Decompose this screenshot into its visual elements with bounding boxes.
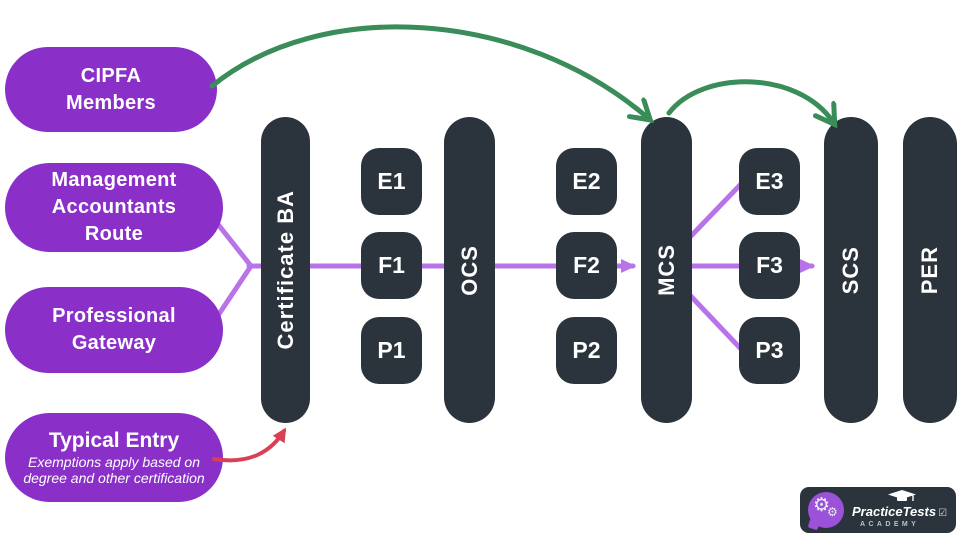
pill-management-accountants-route: Management Accountants Route (5, 163, 223, 252)
exam-label-f1: F1 (378, 252, 405, 278)
exam-label-e1: E1 (377, 168, 406, 194)
connector-management-to-junction (214, 220, 254, 269)
pill-cipfa-line1: CIPFA (80, 64, 142, 87)
pill-management-line1: Management (51, 169, 177, 191)
pill-typical-entry: Typical Entry Exemptions apply based on … (5, 413, 223, 502)
stage-label-per: PER (917, 245, 942, 295)
skip-arrow-cipfa-to-mcs (209, 24, 648, 118)
exam-box-p1: P1 (361, 317, 422, 384)
stage-label-certificate-ba: Certificate BA (272, 190, 298, 350)
logo-brand-text: PracticeTests☑ (852, 504, 952, 519)
exam-label-p1: P1 (377, 337, 406, 363)
exam-box-p2: P2 (556, 317, 617, 384)
gear-small-icon: ⚙ (827, 505, 838, 519)
speech-bubble-icon: ⚙ ⚙ (808, 492, 844, 528)
pill-cipfa-members: CIPFA Members (5, 47, 217, 132)
stage-bar-scs: SCS (824, 117, 878, 423)
logo-brand-label: PracticeTests (852, 504, 937, 519)
exam-box-f3: F3 (739, 232, 800, 299)
pill-professional-gateway: Professional Gateway (5, 287, 223, 373)
exam-label-f2: F2 (573, 252, 600, 278)
logo-academy-text: ACADEMY (860, 521, 920, 528)
exam-box-e2: E2 (556, 148, 617, 215)
stage-bar-per: PER (903, 117, 957, 423)
skip-arrow-mcs-to-scs (666, 79, 833, 122)
connector-gateway-to-junction (214, 263, 254, 320)
exam-box-f2: F2 (556, 232, 617, 299)
checkbox-icon: ☑ (938, 508, 948, 519)
stage-bar-certificate-ba: Certificate BA (261, 117, 310, 423)
entry-arrow-typical-to-certificate-ba (212, 427, 287, 463)
stage-label-ocs: OCS (456, 244, 482, 296)
exam-label-p3: P3 (755, 337, 784, 363)
exam-label-p2: P2 (572, 337, 601, 363)
pill-typical-title: Typical Entry (48, 428, 180, 452)
graduation-cap-icon (888, 490, 916, 501)
gear-icon: ⚙ (813, 494, 831, 516)
exam-box-p3: P3 (739, 317, 800, 384)
exam-label-f3: F3 (756, 252, 783, 278)
stage-bar-ocs: OCS (444, 117, 495, 423)
pill-gateway-line1: Professional (52, 305, 176, 327)
stage-label-mcs: MCS (653, 244, 679, 296)
exam-label-e2: E2 (572, 168, 601, 194)
exam-box-e3: E3 (739, 148, 800, 215)
pill-management-line2: Accountants (51, 196, 177, 218)
exam-box-f1: F1 (361, 232, 422, 299)
pill-cipfa-line2: Members (66, 91, 156, 114)
stage-bar-mcs: MCS (641, 117, 692, 423)
pill-management-line3: Route (84, 223, 144, 245)
stage-label-scs: SCS (838, 245, 863, 295)
practicetests-academy-logo: ⚙ ⚙ PracticeTests☑ ACADEMY (800, 487, 956, 533)
exam-label-e3: E3 (755, 168, 784, 194)
pill-gateway-line2: Gateway (71, 332, 157, 354)
exam-box-e1: E1 (361, 148, 422, 215)
pill-typical-note: Exemptions apply based on degree and oth… (23, 453, 205, 487)
